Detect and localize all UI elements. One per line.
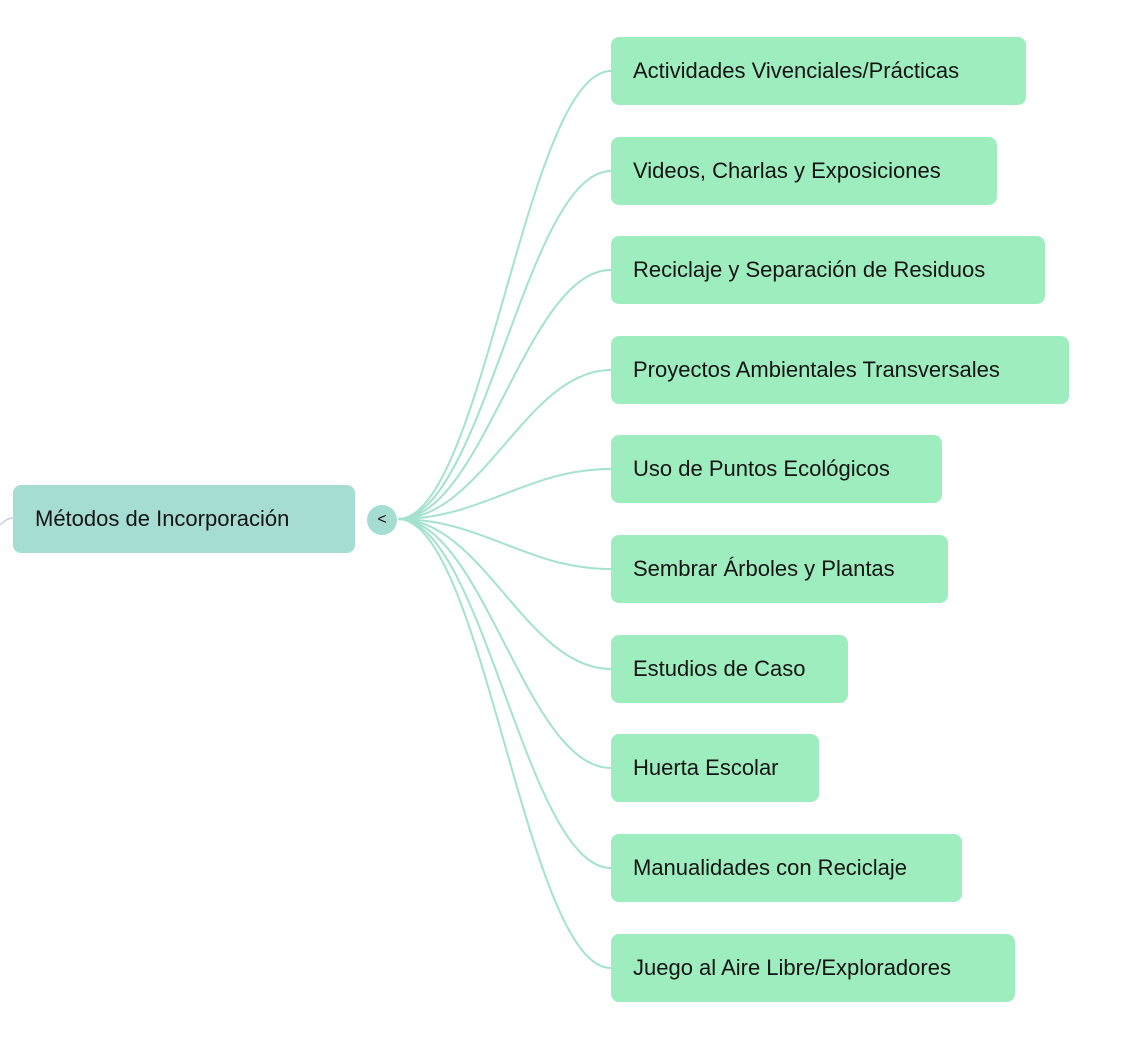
connector-line bbox=[397, 518, 612, 570]
child-node-label: Proyectos Ambientales Transversales bbox=[633, 357, 1000, 382]
connector-line bbox=[397, 369, 612, 520]
child-node[interactable]: Estudios de Caso bbox=[611, 635, 848, 703]
child-node[interactable]: Huerta Escolar bbox=[611, 734, 819, 802]
chevron-left-icon: < bbox=[377, 511, 387, 528]
connector-line bbox=[397, 518, 612, 969]
child-node[interactable]: Actividades Vivenciales/Prácticas bbox=[611, 37, 1026, 105]
child-node[interactable]: Proyectos Ambientales Transversales bbox=[611, 336, 1069, 404]
incoming-connector bbox=[0, 517, 14, 526]
child-node-label: Estudios de Caso bbox=[633, 656, 806, 681]
child-node[interactable]: Videos, Charlas y Exposiciones bbox=[611, 137, 997, 205]
child-node[interactable]: Sembrar Árboles y Plantas bbox=[611, 535, 948, 603]
connector-line bbox=[397, 518, 612, 769]
child-node[interactable]: Manualidades con Reciclaje bbox=[611, 834, 962, 902]
root-node-label: Métodos de Incorporación bbox=[35, 506, 290, 531]
connector-line bbox=[397, 468, 612, 520]
collapse-toggle-button[interactable]: < bbox=[367, 505, 397, 535]
connector-line bbox=[397, 70, 612, 520]
child-node-label: Manualidades con Reciclaje bbox=[633, 855, 907, 880]
connector-line bbox=[397, 170, 612, 520]
child-node-label: Juego al Aire Libre/Exploradores bbox=[633, 955, 951, 980]
child-node-label: Uso de Puntos Ecológicos bbox=[633, 456, 890, 481]
connector-line bbox=[397, 518, 612, 869]
child-node[interactable]: Uso de Puntos Ecológicos bbox=[611, 435, 942, 503]
child-node[interactable]: Reciclaje y Separación de Residuos bbox=[611, 236, 1045, 304]
child-node-label: Reciclaje y Separación de Residuos bbox=[633, 257, 986, 282]
child-node-label: Sembrar Árboles y Plantas bbox=[633, 556, 895, 581]
connector-line bbox=[397, 269, 612, 520]
connector-line bbox=[397, 518, 612, 670]
child-node[interactable]: Juego al Aire Libre/Exploradores bbox=[611, 934, 1015, 1002]
child-node-label: Huerta Escolar bbox=[633, 755, 779, 780]
root-node[interactable]: Métodos de Incorporación bbox=[13, 485, 355, 553]
child-node-label: Videos, Charlas y Exposiciones bbox=[633, 158, 941, 183]
child-node-label: Actividades Vivenciales/Prácticas bbox=[633, 58, 960, 83]
